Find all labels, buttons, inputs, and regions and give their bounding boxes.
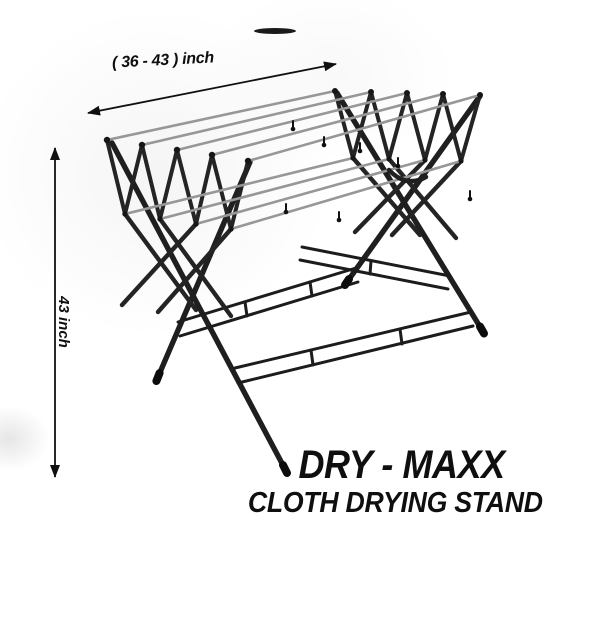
brand-name: DRY - MAXX [298,443,506,487]
product-title: CLOTH DRYING STAND [247,487,543,519]
width-arrow [87,61,337,116]
pivot-joints [103,88,483,232]
foot-caps [152,275,488,477]
left-scissor-lower-arms [119,211,234,319]
height-dimension-label: 43 inch [55,296,72,348]
rod-clips [283,120,473,223]
cross-braces [176,245,475,385]
cropped-object-top [254,28,296,34]
drying-rods [105,89,482,231]
right-scissor-mechanism [333,89,482,163]
right-scissor-lower-arms [350,155,464,241]
brand-block: DRY - MAXX CLOTH DRYING STAND [230,444,560,518]
carry-handle [386,167,429,184]
